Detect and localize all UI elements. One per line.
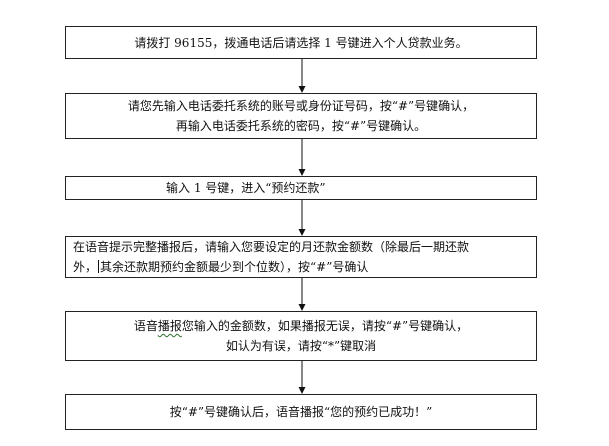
arrow-5-to-6 bbox=[298, 361, 306, 394]
step-4-line-2-start: 外， bbox=[73, 260, 98, 274]
arrow-1-to-2 bbox=[298, 59, 306, 93]
step-5-line-1: 语音播报您输入的金额数，如果播报无误，请按“#”号键确认， bbox=[134, 316, 468, 336]
step-4-line-2: 外，其余还款期预约金额最少到个位数），按“#”号确认 bbox=[73, 257, 532, 277]
step-2-line-1: 请您先输入电话委托系统的账号或身份证号码，按“#”号键确认， bbox=[127, 99, 475, 113]
step-6-box: 按“#”号键确认后，语音播报“您的预约已成功！” bbox=[65, 394, 537, 430]
step-6-text: 按“#”号键确认后，语音播报“您的预约已成功！” bbox=[170, 402, 433, 422]
step-1-box: 请拨打 96155，拨通电话后请选择 1 号键进入个人贷款业务。 bbox=[65, 26, 537, 59]
step-4-box: 在语音提示完整播报后，请输入您要设定的月还款金额数（除最后一期还款 外，其余还款… bbox=[65, 236, 537, 278]
step-5-line-1-rest: 您输入的金额数，如果播报无误，请按“#”号键确认， bbox=[181, 319, 469, 333]
step-1-text: 请拨打 96155，拨通电话后请选择 1 号键进入个人贷款业务。 bbox=[134, 33, 467, 53]
arrow-4-to-5 bbox=[298, 278, 306, 311]
step-5-box: 语音播报您输入的金额数，如果播报无误，请按“#”号键确认， 如认为有误，请按“*… bbox=[65, 311, 537, 361]
step-2-text: 请您先输入电话委托系统的账号或身份证号码，按“#”号键确认， 再输入电话委托系统… bbox=[128, 96, 474, 136]
step-4-line-2-rest: 其余还款期预约金额最少到个位数），按“#”号确认 bbox=[100, 260, 369, 274]
arrow-2-to-3 bbox=[298, 139, 306, 176]
step-5-spellcheck-word: 播报 bbox=[157, 319, 182, 333]
step-6-line-1: 按“#”号键确认后，语音播报“您的预约已成功！” bbox=[169, 405, 433, 419]
step-5-text: 语音播报您输入的金额数，如果播报无误，请按“#”号键确认， 如认为有误，请按“*… bbox=[134, 316, 468, 356]
step-3-line-1: 输入 1 号键，进入“预约还款” bbox=[166, 181, 326, 195]
step-4-text: 在语音提示完整播报后，请输入您要设定的月还款金额数（除最后一期还款 外，其余还款… bbox=[73, 237, 532, 277]
step-5-line-2: 如认为有误，请按“*”键取消 bbox=[225, 339, 377, 353]
step-2-box: 请您先输入电话委托系统的账号或身份证号码，按“#”号键确认， 再输入电话委托系统… bbox=[65, 93, 537, 139]
arrow-3-to-4 bbox=[298, 200, 306, 236]
step-1-line-1: 请拨打 96155，拨通电话后请选择 1 号键进入个人贷款业务。 bbox=[134, 35, 468, 50]
step-4-line-1: 在语音提示完整播报后，请输入您要设定的月还款金额数（除最后一期还款 bbox=[73, 240, 470, 254]
step-5-line-1-start: 语音 bbox=[133, 319, 158, 333]
step-2-line-2: 再输入电话委托系统的密码，按“#”号键确认。 bbox=[175, 119, 427, 133]
step-3-box: 输入 1 号键，进入“预约还款” bbox=[65, 176, 537, 200]
step-3-text: 输入 1 号键，进入“预约还款” bbox=[166, 178, 326, 198]
text-cursor-icon bbox=[98, 260, 100, 273]
